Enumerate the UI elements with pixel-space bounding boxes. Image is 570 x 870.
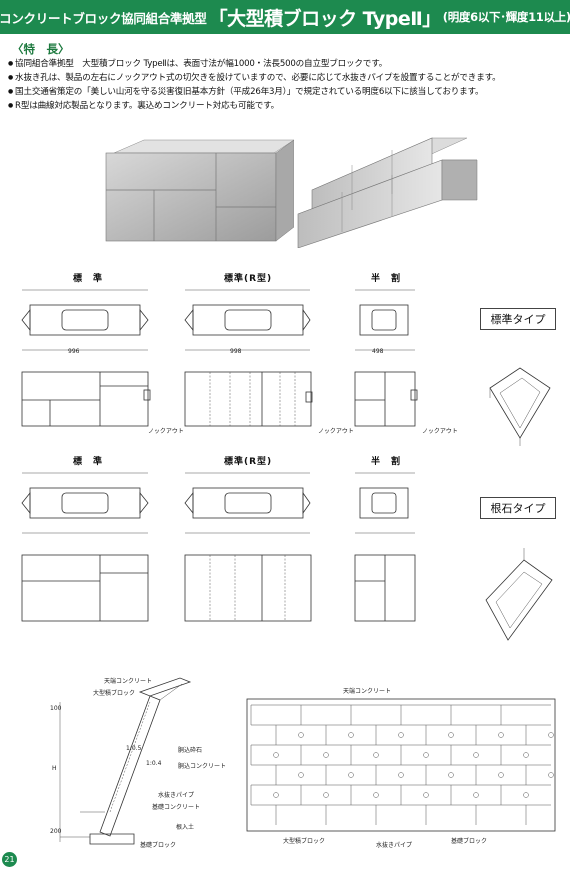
elevation-label-top-concrete: 天端コンクリート — [343, 688, 392, 695]
drain-hole — [323, 752, 329, 758]
drain-hole — [548, 732, 554, 738]
drain-hole — [273, 752, 279, 758]
knockout-label-3: ノックアウト — [422, 428, 458, 435]
section-label-top-concrete: 天端コンクリート — [104, 678, 153, 685]
drain-hole — [373, 752, 379, 758]
label-half: 半 割 — [371, 274, 402, 284]
feature-item: 水抜き孔は、製品の左右にノックアウト式の切欠きを設けていますので、必要に応じて水… — [8, 71, 564, 85]
label-standard-2: 標 準 — [73, 457, 104, 467]
drain-hole — [398, 732, 404, 738]
drain-hole — [473, 752, 479, 758]
drain-hole — [298, 772, 304, 778]
drain-hole — [398, 772, 404, 778]
knockout-label-1: ノックアウト — [148, 428, 184, 435]
label-standard-r: 標準(R型) — [224, 274, 273, 284]
section-slope-1: 1:0.5 — [126, 745, 142, 752]
page-title: コンクリートブロック協同組合準拠型 「大型積ブロック TypeⅡ」 (明度6以下… — [0, 0, 570, 34]
drain-hole — [423, 792, 429, 798]
features-list: 協同組合準拠型 大型積ブロック TypeⅡは、表面寸法が幅1000・法長500の… — [8, 57, 564, 113]
title-part-3: (明度6以下･輝度11以上) — [442, 10, 570, 24]
section-label-crushed-stone: 胴込砕石 — [178, 747, 203, 754]
label-standard-r-2: 標準(R型) — [224, 457, 273, 467]
drain-hole — [348, 732, 354, 738]
title-part-2: 「大型積ブロック TypeⅡ」 — [208, 7, 442, 30]
drain-hole — [448, 732, 454, 738]
type-box-foundation: 根石タイプ — [480, 497, 556, 519]
drain-hole — [348, 772, 354, 778]
drawing-set-foundation — [21, 472, 416, 622]
cross-section-diagram — [59, 677, 192, 845]
section-dim-100: 100 — [50, 705, 62, 712]
title-part-1: コンクリートブロック協同組合準拠型 — [0, 10, 207, 26]
section-label-base-block: 基礎ブロック — [140, 842, 177, 849]
section-dim-h: H — [52, 765, 57, 772]
label-half-2: 半 割 — [371, 457, 402, 467]
drain-hole — [298, 732, 304, 738]
drain-hole — [423, 752, 429, 758]
drain-hole — [498, 732, 504, 738]
elevation-label-base-block: 基礎ブロック — [451, 838, 488, 845]
drain-hole — [523, 752, 529, 758]
block-photo-stacked — [297, 137, 478, 248]
drain-hole — [448, 772, 454, 778]
section-label-soil: 根入土 — [176, 824, 195, 831]
feature-item: 協同組合準拠型 大型積ブロック TypeⅡは、表面寸法が幅1000・法長500の… — [8, 57, 564, 71]
dim-half-width: 498 — [372, 348, 384, 355]
section-label-fill-concrete: 胴込コンクリート — [178, 763, 227, 770]
block-photo-front — [105, 139, 294, 242]
drain-hole — [373, 792, 379, 798]
section-label-block: 大型積ブロック — [93, 690, 136, 697]
drain-hole — [498, 772, 504, 778]
iso-drawing-standard — [489, 367, 551, 446]
section-label-base-concrete: 基礎コンクリート — [152, 804, 201, 811]
elevation-diagram — [246, 698, 556, 832]
feature-item: 国土交通省策定の「美しい山河を守る災害復旧基本方針（平成26年3月）」で規定され… — [8, 85, 564, 99]
dim-r-width: 998 — [230, 348, 242, 355]
drain-hole — [473, 792, 479, 798]
feature-item: R型は曲線対応製品となります。裏込めコンクリート対応も可能です。 — [8, 99, 564, 113]
type-box-standard: 標準タイプ — [480, 308, 556, 330]
label-standard: 標 準 — [73, 274, 104, 284]
section-label-drain-pipe: 水抜きパイプ — [158, 792, 195, 799]
drain-hole — [523, 792, 529, 798]
elevation-label-drain-pipe: 水抜きパイプ — [376, 842, 413, 849]
drain-hole — [548, 772, 554, 778]
section-slope-2: 1:0.4 — [146, 760, 162, 767]
header-bar: コンクリートブロック協同組合準拠型 「大型積ブロック TypeⅡ」 (明度6以下… — [0, 0, 570, 34]
page-number: 21 — [2, 852, 17, 867]
dim-standard-width: 996 — [68, 348, 80, 355]
features-heading: 〈特 長〉 — [12, 42, 70, 56]
section-dim-200: 200 — [50, 828, 62, 835]
elevation-label-block: 大型積ブロック — [283, 838, 326, 845]
drawing-set-standard — [21, 289, 418, 427]
drain-hole — [273, 792, 279, 798]
drain-hole — [323, 792, 329, 798]
iso-drawing-foundation — [485, 548, 553, 641]
knockout-label-2: ノックアウト — [318, 428, 354, 435]
